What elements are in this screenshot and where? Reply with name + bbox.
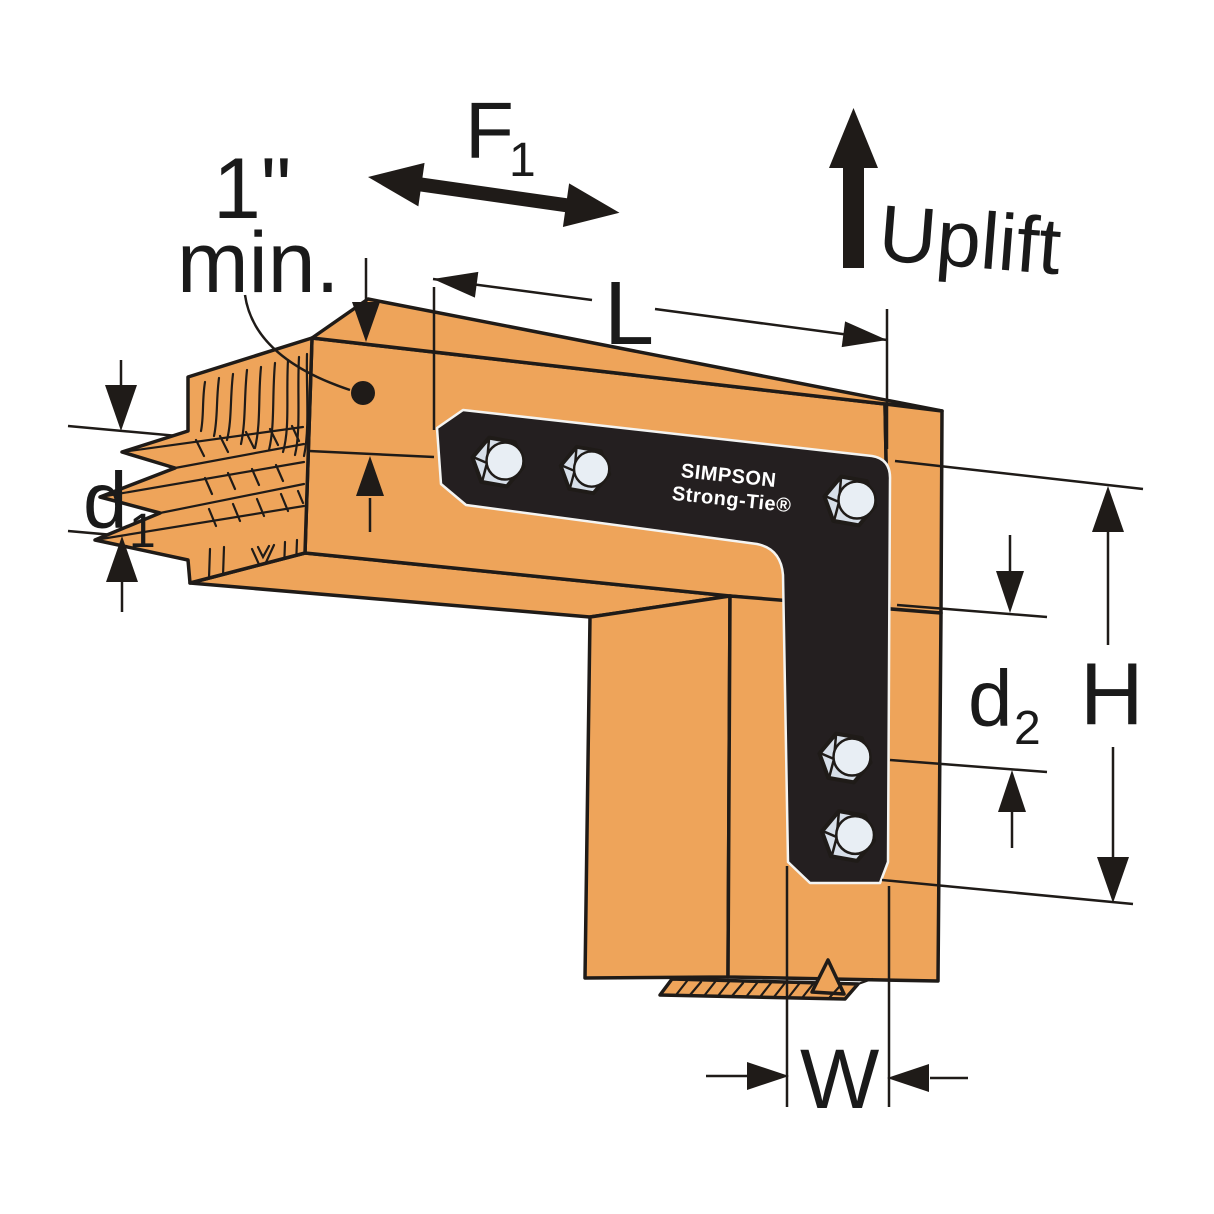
label-width: W [800, 1032, 879, 1126]
post-end-grain [674, 977, 874, 1000]
beam-broken-end-face [93, 336, 314, 585]
bracket-plate [435, 408, 892, 885]
bolt-icon [470, 435, 526, 489]
label-min-unit: min. [177, 215, 339, 311]
force-arrow-icon [368, 162, 620, 227]
label-f1-sub: 1 [509, 134, 536, 187]
post-broken-splinter [810, 958, 846, 996]
leader-dot [351, 381, 375, 405]
bolt-icon [817, 731, 873, 785]
angle-bracket: SIMPSON Strong-Tie® [435, 408, 892, 885]
label-height: H [1080, 644, 1144, 743]
label-d1-sub: 1 [129, 505, 156, 558]
dim-d1: d 1 [83, 360, 156, 612]
post-broken-end [658, 977, 860, 1001]
label-uplift: Uplift [876, 188, 1065, 291]
uplift-arrow-icon [829, 108, 878, 268]
dim-length: L [432, 264, 889, 449]
dim-d2: d 2 [889, 535, 1048, 848]
dim-uplift: Uplift [829, 108, 1064, 291]
label-d2-base: d [968, 654, 1013, 743]
post-side-face [583, 594, 732, 980]
bolt-icon [819, 809, 877, 863]
bolt-icon [822, 474, 878, 528]
label-d1-base: d [83, 456, 128, 545]
label-length: L [604, 264, 654, 364]
note-min-clearance: 1" min. [177, 141, 435, 532]
label-d2-sub: 2 [1014, 702, 1041, 755]
beam-right-end-face [883, 402, 944, 615]
bolt-icon [558, 444, 612, 496]
dim-f1: F 1 [368, 86, 620, 227]
beam-end-grain [95, 352, 309, 580]
label-min-value: 1" [213, 141, 291, 237]
dim-width: W [706, 866, 968, 1126]
dim-height: H [881, 459, 1144, 906]
label-f1-base: F [465, 86, 514, 175]
